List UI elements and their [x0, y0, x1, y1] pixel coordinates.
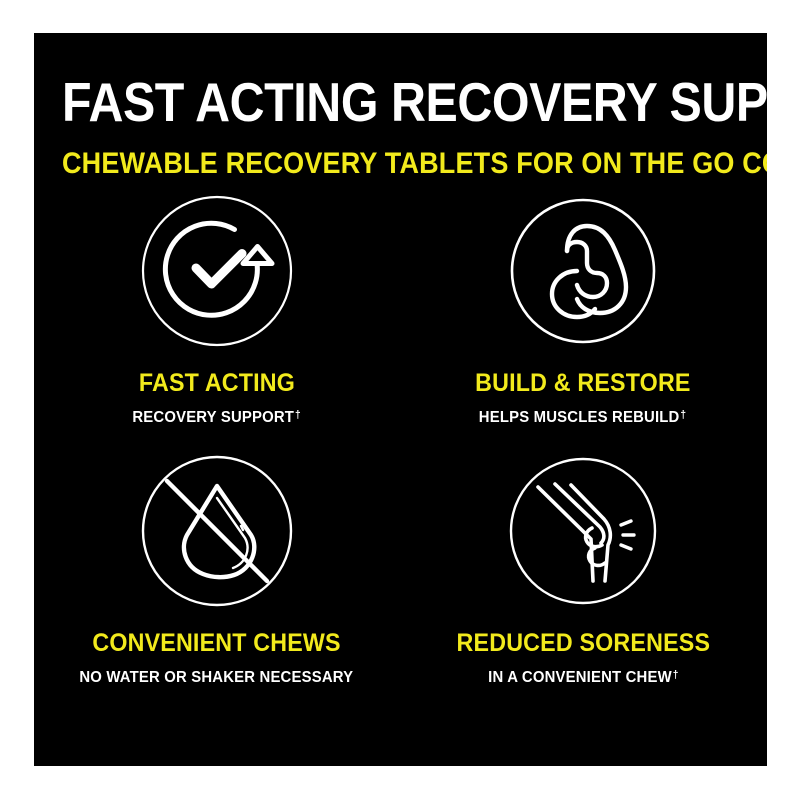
no-water-droplet-icon: [139, 453, 295, 609]
feature-reduced-soreness: REDUCED SORENESS IN A CONVENIENT CHEW†: [400, 453, 766, 686]
feature-build-restore: BUILD & RESTORE HELPS MUSCLES REBUILD†: [400, 193, 766, 426]
feature-convenient-chews: CONVENIENT CHEWS NO WATER OR SHAKER NECE…: [34, 453, 400, 686]
footnote-mark: †: [295, 409, 302, 421]
feature-subtitle: RECOVERY SUPPORT†: [133, 407, 302, 426]
feature-subtitle-text: IN A CONVENIENT CHEW: [487, 669, 672, 686]
header-block: FAST ACTING RECOVERY SUPPORT. CHEWABLE R…: [62, 75, 767, 180]
feature-row-1: FAST ACTING RECOVERY SUPPORT† BUILD & RE…: [34, 193, 767, 426]
headline-text: FAST ACTING RECOVERY SUPPORT: [62, 71, 767, 133]
circular-arrow-check-icon: [139, 193, 295, 349]
feature-fast-acting: FAST ACTING RECOVERY SUPPORT†: [34, 193, 400, 426]
feature-title: REDUCED SORENESS: [456, 629, 710, 657]
footnote-mark: †: [680, 409, 687, 421]
feature-title: BUILD & RESTORE: [475, 369, 691, 397]
black-panel: FAST ACTING RECOVERY SUPPORT. CHEWABLE R…: [34, 33, 767, 766]
feature-subtitle-text: NO WATER OR SHAKER NECESSARY: [79, 669, 354, 686]
feature-subtitle: NO WATER OR SHAKER NECESSARY: [80, 667, 355, 686]
feature-row-2: CONVENIENT CHEWS NO WATER OR SHAKER NECE…: [34, 453, 767, 686]
knee-joint-icon: [505, 453, 661, 609]
page-subtitle: CHEWABLE RECOVERY TABLETS FOR ON THE GO …: [62, 147, 767, 180]
footnote-mark: †: [672, 669, 679, 681]
feature-subtitle: IN A CONVENIENT CHEW†: [488, 667, 678, 686]
feature-subtitle-text: RECOVERY SUPPORT: [132, 409, 295, 426]
page-title: FAST ACTING RECOVERY SUPPORT.: [62, 75, 767, 130]
feature-grid: FAST ACTING RECOVERY SUPPORT† BUILD & RE…: [34, 193, 767, 686]
feature-subtitle-text: HELPS MUSCLES REBUILD: [479, 409, 680, 426]
flexed-bicep-icon: [505, 193, 661, 349]
feature-title: FAST ACTING: [138, 369, 296, 397]
feature-title: CONVENIENT CHEWS: [92, 629, 342, 657]
feature-subtitle: HELPS MUSCLES REBUILD†: [479, 407, 686, 426]
